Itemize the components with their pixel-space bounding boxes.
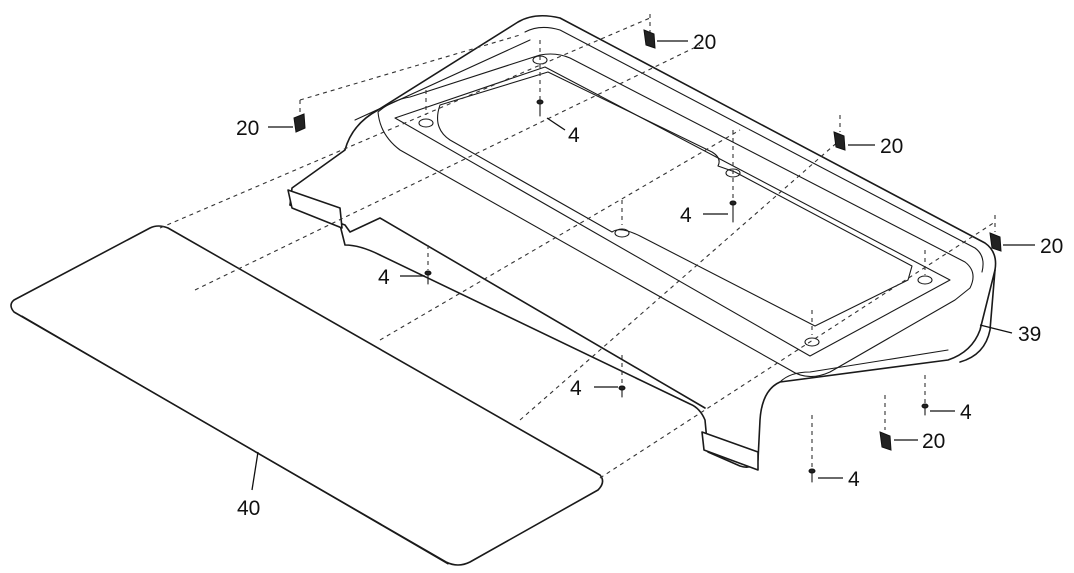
callout-housing: 39 (1018, 323, 1041, 346)
callout-clip: 20 (922, 430, 945, 453)
callout-cover-plate: 40 (237, 497, 260, 520)
leader-lines (251, 40, 1035, 491)
callout-screw: 4 (680, 204, 692, 227)
clip-icon (293, 113, 306, 133)
screw-icon (536, 99, 544, 117)
callout-screw: 4 (378, 266, 390, 289)
screw-icon (808, 468, 816, 483)
callout-screw: 4 (848, 468, 860, 491)
callout-clip: 20 (880, 135, 903, 158)
cover-plate-part-40 (10, 225, 604, 566)
screw-icon (921, 403, 929, 416)
clip-icons (293, 29, 1002, 451)
callout-clip: 20 (1040, 235, 1063, 258)
screw-icon (729, 200, 737, 223)
assembly-guide-lines (159, 14, 996, 479)
callout-labels: 20 20 4 20 4 20 4 39 4 4 20 4 40 (236, 31, 1063, 520)
callout-screw: 4 (960, 401, 972, 424)
screw-icons (424, 99, 929, 483)
screw-icon (618, 385, 626, 398)
housing-part-39 (287, 14, 997, 471)
callout-clip: 20 (236, 117, 259, 140)
clip-icon (643, 29, 656, 49)
clip-icon (833, 131, 846, 151)
callout-clip: 20 (693, 31, 716, 54)
callout-screw: 4 (570, 377, 582, 400)
clip-icon (989, 232, 1002, 252)
clip-icon (879, 431, 892, 451)
callout-screw: 4 (568, 124, 580, 147)
screw-icon (424, 270, 432, 285)
